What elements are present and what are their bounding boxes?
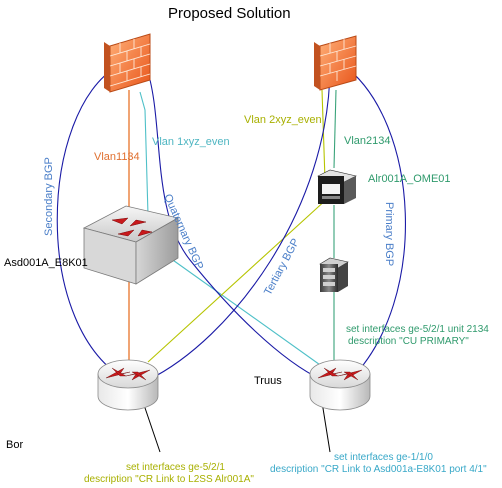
vlan-2xyz-label: Vlan 2xyz_even xyxy=(244,114,322,126)
note-right-line2: description "CU PRIMARY" xyxy=(348,336,469,347)
primary-bgp-curve xyxy=(341,63,406,381)
vlan-1xyz-label: Vlan 1xyz_even xyxy=(152,136,230,148)
link-ome-to-bor xyxy=(147,197,329,363)
firewall-right-icon xyxy=(314,35,357,91)
pointer-bottom-right xyxy=(321,401,331,453)
router-right-name-label: Truus xyxy=(254,375,282,387)
vlan2134-label: Vlan2134 xyxy=(344,135,391,147)
note-bottom-right-line2: description "CR Link to Asd001a-E8K01 po… xyxy=(270,464,487,475)
vlan1134-label: Vlan1134 xyxy=(94,151,140,163)
note-bottom-left-line2: description "CR Link to L2SS Alr001A" xyxy=(84,474,254,485)
switch-name-label: Asd001A_E8K01 xyxy=(4,257,88,269)
ome-device-icon xyxy=(317,169,357,204)
tertiary-bgp-curve xyxy=(147,65,331,381)
link-vlan2134 xyxy=(333,89,337,169)
link-vlan-2xyz xyxy=(321,89,326,181)
switch-icon xyxy=(82,205,180,285)
router-left-icon xyxy=(97,359,159,411)
note-bottom-left-line1: set interfaces ge-5/2/1 xyxy=(126,462,225,473)
note-right-line1: set interfaces ge-5/2/1 unit 2134 xyxy=(346,324,489,335)
link-switch-to-truus xyxy=(169,257,331,373)
router-left-name-label: Bor xyxy=(6,439,23,451)
primary-bgp-label: Primary BGP xyxy=(383,202,395,266)
tertiary-bgp-label: Tertiary BGP xyxy=(262,237,302,298)
diagram-title: Proposed Solution xyxy=(168,5,291,22)
pointer-bottom-left xyxy=(142,401,161,453)
secondary-bgp-label: Secondary BGP xyxy=(43,157,55,236)
links xyxy=(56,63,406,453)
link-vlan-1xyz xyxy=(139,91,149,216)
note-bottom-right-line1: set interfaces ge-1/1/0 xyxy=(334,452,433,463)
firewall-left-icon xyxy=(104,33,151,93)
quaternary-bgp-curve xyxy=(145,65,323,381)
server-icon xyxy=(319,257,349,292)
ome-name-label: Alr001A_OME01 xyxy=(368,173,451,185)
secondary-bgp-curve xyxy=(56,65,131,383)
router-right-icon xyxy=(309,359,371,411)
